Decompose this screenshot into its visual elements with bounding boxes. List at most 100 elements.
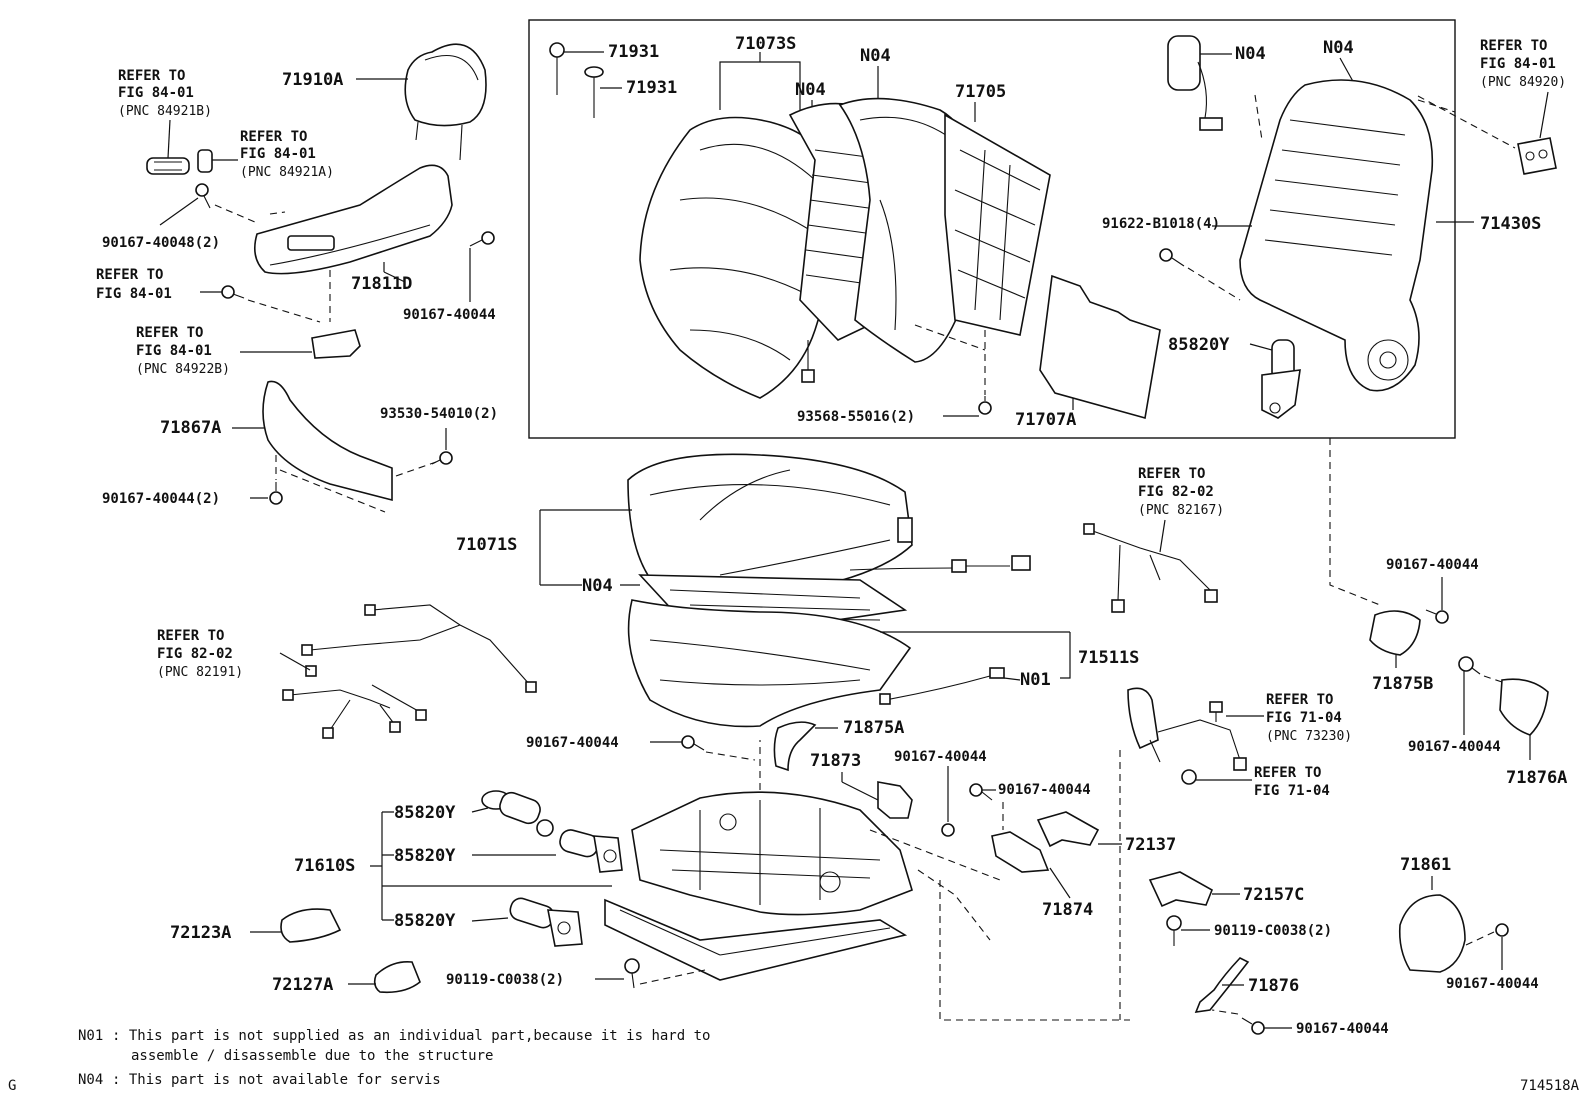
ref-73230-line2: FIG 71-04 — [1266, 710, 1342, 726]
label-N01: N01 — [1020, 670, 1051, 690]
screw-90167-40044-d — [941, 766, 955, 837]
bolt-91622 — [1159, 225, 1252, 301]
label-93530: 93530-54010(2) — [380, 406, 498, 422]
label-N04-c: N04 — [1235, 44, 1266, 64]
seatback-frame — [1239, 79, 1456, 392]
ref-82167-line1: REFER TO — [1138, 466, 1205, 482]
label-85820Y-3: 85820Y — [394, 911, 456, 931]
ref-84921A-pnc: (PNC 84921A) — [240, 165, 334, 180]
label-72123A: 72123A — [170, 923, 231, 943]
nut-71-04 — [1181, 769, 1252, 785]
label-71430S: 71430S — [1480, 214, 1541, 234]
note-N01-line2: assemble / disassemble due to the struct… — [131, 1048, 493, 1064]
seatback-pad — [838, 97, 979, 363]
cover-72127A — [348, 960, 421, 994]
harness-82167 — [1083, 519, 1218, 613]
ref-84922B-line1: REFER TO — [136, 325, 203, 341]
label-85820Y-top: 85820Y — [1168, 335, 1230, 355]
knob-84921A — [197, 149, 238, 173]
screw-90167-40044-a — [469, 231, 495, 302]
pin-71931-b — [584, 66, 622, 118]
ref-82191-line2: FIG 82-02 — [157, 646, 233, 662]
label-93568: 93568-55016(2) — [797, 409, 915, 425]
label-90167-40044-a: 90167-40044 — [403, 307, 496, 323]
ref-71-04-line1: REFER TO — [1254, 765, 1321, 781]
switch-84920 — [1417, 91, 1557, 175]
bracket-71073S — [719, 61, 801, 110]
bracket-71071S — [539, 509, 632, 586]
label-72127A: 72127A — [272, 975, 333, 995]
label-N04-seat: N04 — [582, 576, 613, 596]
screw-90167-40048 — [159, 183, 211, 226]
label-91622: 91622-B1018(4) — [1102, 216, 1220, 232]
label-N04-a: N04 — [795, 80, 826, 100]
ref-84921B-line2: FIG 84-01 — [118, 85, 194, 101]
screw-90167-40044-i — [1495, 923, 1509, 970]
motor-85820Y-3 — [471, 897, 583, 947]
label-71931-a: 71931 — [608, 42, 659, 62]
bracket-71874 — [991, 831, 1071, 899]
label-71876: 71876 — [1248, 976, 1299, 996]
label-90167-40044-c: 90167-40044 — [526, 735, 619, 751]
label-90119-a: 90119-C0038(2) — [446, 972, 564, 988]
label-90167-40044-e: 90167-40044 — [998, 782, 1091, 798]
connector-71875B — [1329, 438, 1381, 606]
ref-84921A-line2: FIG 84-01 — [240, 146, 316, 162]
note-N04-line1: : This part is not available for servis — [112, 1072, 441, 1088]
ref-82167-line2: FIG 82-02 — [1138, 484, 1214, 500]
label-90167-40044-d: 90167-40044 — [894, 749, 987, 765]
seat-belt-buckle — [1119, 687, 1264, 1020]
seatback-cover — [639, 116, 837, 399]
clip-84-01 — [200, 270, 331, 323]
note-N01-code: N01 — [78, 1028, 103, 1044]
bolt-90119-b — [1166, 915, 1210, 946]
label-85820Y-1: 85820Y — [394, 803, 456, 823]
diagram-code: 714518A — [1520, 1078, 1580, 1094]
label-71811D: 71811D — [351, 274, 412, 294]
switch-84921B — [146, 119, 190, 175]
label-90167-40044-f: 90167-40044 — [1296, 1021, 1389, 1037]
label-85820Y-2: 85820Y — [394, 846, 456, 866]
seatback-board — [914, 113, 1051, 395]
ref-73230-pnc: (PNC 73230) — [1266, 729, 1352, 744]
ref-84921B-pnc: (PNC 84921B) — [118, 104, 212, 119]
label-90119-b: 90119-C0038(2) — [1214, 923, 1332, 939]
label-71875B: 71875B — [1372, 674, 1433, 694]
motor-85820Y-1 — [471, 790, 554, 837]
label-90167-40044-b: 90167-40044(2) — [102, 491, 220, 507]
headrest — [356, 43, 487, 161]
label-71511S: 71511S — [1078, 648, 1139, 668]
switch-84922B — [240, 329, 361, 359]
corner-mark: G — [8, 1078, 16, 1094]
label-N04-b: N04 — [860, 46, 891, 66]
seat-adjuster-frame — [604, 740, 1130, 1021]
screw-90167-40044-g — [1425, 577, 1449, 624]
label-71867A: 71867A — [160, 418, 221, 438]
bracket-71876 — [1194, 957, 1250, 1013]
label-71910A: 71910A — [282, 70, 343, 90]
cover-72137 — [1036, 811, 1122, 848]
ref-84921B-line1: REFER TO — [118, 68, 185, 84]
harness-82191 — [279, 604, 537, 739]
label-71874: 71874 — [1042, 900, 1093, 920]
label-71875A: 71875A — [843, 718, 904, 738]
screw-90167-40044-e — [969, 783, 1004, 830]
screw-90167-40044-b — [250, 455, 283, 505]
label-72137: 72137 — [1125, 835, 1176, 855]
trim-71867A — [232, 380, 393, 513]
cover-71861 — [1398, 894, 1495, 973]
bracket-71873 — [841, 772, 913, 819]
label-71931-b: 71931 — [626, 78, 677, 98]
pin-71931-a — [549, 42, 604, 95]
motor-85820Y-top — [1249, 339, 1301, 419]
label-71705: 71705 — [955, 82, 1006, 102]
seat-cushion-cover — [627, 453, 913, 594]
seatback-group-box — [528, 19, 1456, 439]
label-N04-d: N04 — [1323, 38, 1354, 58]
label-71876A: 71876A — [1506, 768, 1567, 788]
cover-72123A — [250, 908, 342, 943]
bracket-71511S — [1060, 632, 1071, 679]
ref-71-04-line2: FIG 71-04 — [1254, 783, 1330, 799]
label-90167-40044-g: 90167-40044 — [1386, 557, 1479, 573]
